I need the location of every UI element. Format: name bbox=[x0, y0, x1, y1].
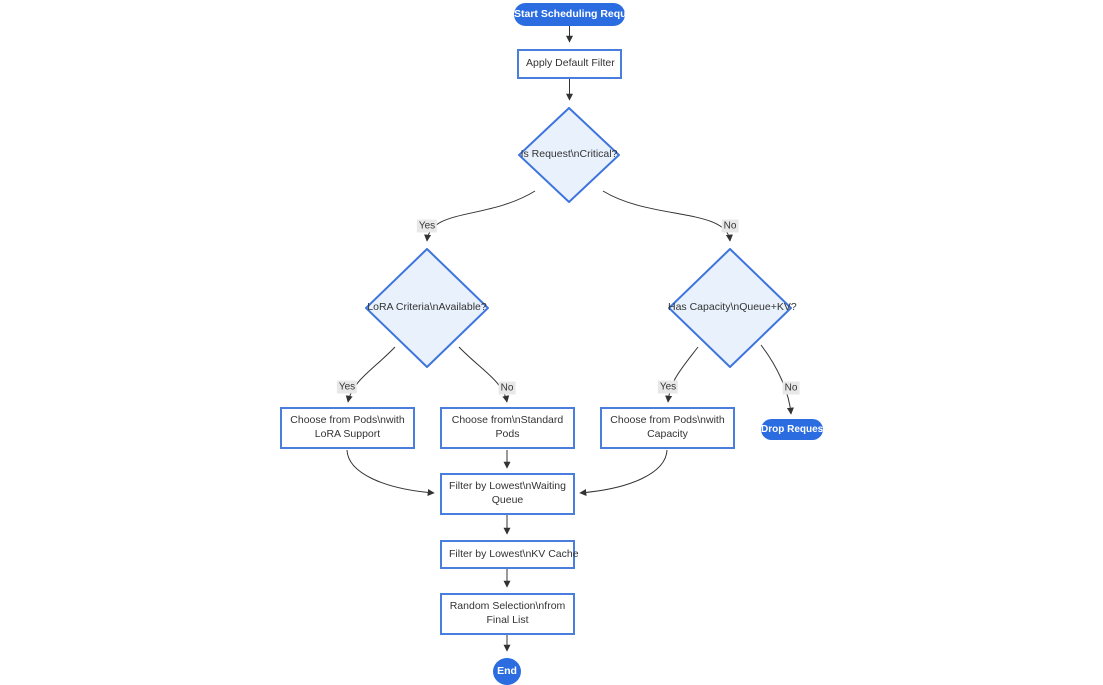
node-filter-lowest-kv-cache: Filter by Lowest\nKV Cache bbox=[440, 540, 579, 569]
node-filter-lowest-waiting-queue-label: Filter by Lowest\nWaiting Queue bbox=[449, 480, 566, 506]
edge-choosecapacity-to-filterqueue bbox=[579, 449, 668, 496]
diamond-shape bbox=[518, 107, 620, 203]
node-lora-criteria-available-label: LoRA Criteria\nAvailable? bbox=[367, 301, 487, 314]
diamond-shape bbox=[365, 248, 489, 368]
edge-label-capacity-yes: Yes bbox=[657, 380, 679, 394]
edge-label-critical-no: No bbox=[721, 219, 739, 233]
edge-chooselora-to-filterqueue bbox=[346, 449, 435, 496]
node-apply-default-filter: Apply Default Filter bbox=[517, 49, 622, 79]
edge-label-lora-no: No bbox=[498, 381, 516, 395]
node-apply-default-filter-label: Apply Default Filter bbox=[526, 57, 615, 70]
node-end: End bbox=[493, 658, 521, 685]
diamond-shape bbox=[668, 248, 792, 368]
node-filter-lowest-waiting-queue: Filter by Lowest\nWaiting Queue bbox=[440, 473, 575, 515]
node-choose-pods-lora-support: Choose from Pods\nwith LoRA Support bbox=[280, 407, 415, 449]
node-choose-pods-lora-support-label: Choose from Pods\nwith LoRA Support bbox=[290, 414, 405, 440]
node-random-selection-final-list: Random Selection\nfrom Final List bbox=[440, 593, 575, 635]
edge-label-lora-yes: Yes bbox=[336, 380, 358, 394]
node-has-capacity-queue-kv-label: Has Capacity\nQueue+KV? bbox=[668, 301, 797, 314]
node-choose-standard-pods-label: Choose from\nStandard Pods bbox=[451, 414, 564, 440]
node-filter-lowest-kv-cache-label: Filter by Lowest\nKV Cache bbox=[449, 547, 579, 560]
node-drop-request-label: Drop Request bbox=[761, 423, 827, 435]
node-is-request-critical: Is Request\nCritical? bbox=[518, 107, 620, 203]
node-choose-standard-pods: Choose from\nStandard Pods bbox=[440, 407, 575, 449]
node-start: Start Scheduling Request bbox=[514, 3, 642, 26]
node-choose-pods-capacity-label: Choose from Pods\nwith Capacity bbox=[610, 414, 725, 440]
node-choose-pods-capacity: Choose from Pods\nwith Capacity bbox=[600, 407, 735, 449]
edge-label-critical-yes: Yes bbox=[416, 219, 438, 233]
node-lora-criteria-available: LoRA Criteria\nAvailable? bbox=[365, 248, 489, 368]
edge-label-capacity-no: No bbox=[782, 381, 800, 395]
node-has-capacity-queue-kv: Has Capacity\nQueue+KV? bbox=[668, 248, 797, 368]
node-is-request-critical-label: Is Request\nCritical? bbox=[520, 148, 618, 161]
node-random-selection-final-list-label: Random Selection\nfrom Final List bbox=[449, 600, 566, 626]
node-end-label: End bbox=[497, 664, 517, 677]
edge-critical-no bbox=[602, 190, 733, 242]
node-drop-request: Drop Request bbox=[761, 419, 827, 440]
node-start-label: Start Scheduling Request bbox=[514, 7, 642, 20]
